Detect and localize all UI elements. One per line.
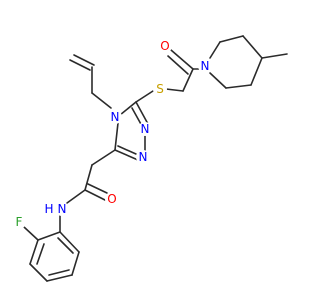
atom-n-triazole-right: N [138,122,152,136]
atom-n-triazole-bottom: N [136,150,150,164]
atom-labels: O N S N N N O H N [12,39,212,229]
molecule-structure-diagram: O N S N N N O H N [12,35,288,282]
bond-n2-c3 [114,149,139,161]
bond-amide-c-n [66,189,86,204]
bond-amide-c-o [84,189,106,201]
atom-label-n-triazole-right: N [141,122,150,136]
bond-amide-c-o-double [87,183,108,194]
atom-label-o-amide: O [107,192,116,206]
bond-n2-c3-double [117,145,137,155]
atom-label-n-triazole-bottom: N [139,150,148,164]
bond-c3-n4 [114,122,119,151]
bond-ph-2 [29,239,39,265]
atom-o-ketone: O [158,39,172,53]
bond-ph-f [23,226,39,241]
bond-c5-n1-double [131,107,143,127]
bonds [23,35,288,282]
bond-allyl-ch2-n4 [91,92,112,109]
bond-s-ch2 [165,88,184,92]
bond-pip-1 [209,41,221,59]
bond-pip-5 [225,84,252,89]
bond-ph-2-double [36,243,45,265]
atom-o-amide: O [105,192,119,206]
atom-label-n-piperidine: N [201,59,210,73]
bond-ph-5 [71,251,80,276]
atom-label-h-amide: H [44,202,53,216]
bond-ch2-carbonyl [182,68,194,92]
atom-n-piperidine: N [198,59,212,73]
bond-allyl-terminal-double [69,59,91,71]
atom-s-thioether: S [153,82,167,96]
atom-label-n-amide: N [58,202,67,216]
bond-c5-n1 [135,101,149,125]
atom-label-n4-triazole: N [111,110,120,124]
atom-label-f-fluoro: F [16,215,23,229]
bond-pip-2 [219,35,244,43]
bond-pip-methyl [261,53,288,59]
atom-label-s-thioether: S [156,82,164,96]
bond-ph-4-double [48,269,70,276]
bond-ph-6-double [57,237,74,254]
bond-pip-6 [209,72,227,89]
bond-c5-s [135,90,154,103]
bond-ph-1 [37,231,61,241]
atom-nh-amide: H N [42,202,69,216]
bond-pip-4 [250,57,263,86]
bond-c3-ch2 [91,149,116,166]
bond-ph-6 [59,231,80,253]
bond-allyl-terminal-double-2 [73,54,95,66]
bond-ph-4 [46,274,73,282]
bond-n4-c5 [119,101,137,116]
atom-n4-triazole: N [108,110,122,124]
bond-ch2-amide-c [84,164,93,191]
bond-carbonyl-o-double [167,55,189,75]
atom-label-o-ketone: O [160,39,169,53]
bond-carbonyl-o [170,49,194,70]
atom-f-fluoro: F [12,215,26,229]
bond-ph-3 [29,263,48,282]
bond-pip-3 [242,35,263,59]
